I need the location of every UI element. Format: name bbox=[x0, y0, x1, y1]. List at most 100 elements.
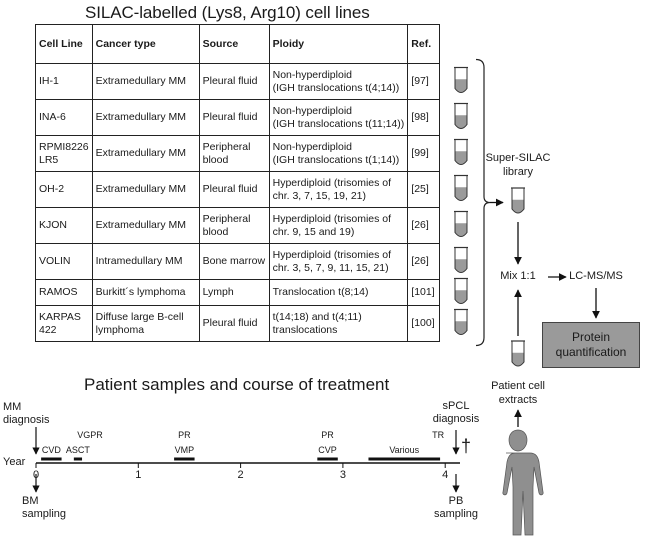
cell-ploidy-text: Hyperdiploid (trisomies of bbox=[272, 213, 392, 225]
pb-sampling-label: PB bbox=[448, 495, 464, 507]
extracts-label: extracts bbox=[498, 394, 538, 406]
cell-source-text: Bone marrow bbox=[202, 255, 266, 268]
treatment-label: Various bbox=[389, 445, 420, 455]
spcl-diagnosis-label: sPCL bbox=[442, 400, 470, 412]
cell-line-tube bbox=[454, 246, 468, 273]
timeline-tick-label: 2 bbox=[237, 469, 244, 481]
cell-source-text: blood bbox=[202, 225, 229, 238]
cell-cancer-text: lymphoma bbox=[95, 323, 145, 336]
table-header-row: Cell Line Cancer type Source Ploidy Ref. bbox=[35, 24, 441, 64]
response-label: PR bbox=[178, 430, 191, 440]
cell-cancer-text: Extramedullary MM bbox=[95, 219, 187, 232]
cell-ref: [26] bbox=[407, 243, 441, 280]
cell-ploidy-text: Hyperdiploid (trisomies of bbox=[272, 177, 392, 189]
cell-ploidy: t(14;18) and t(4;11)translocations bbox=[268, 305, 409, 342]
cell-source-text: Peripheral bbox=[202, 213, 251, 225]
cell-cancer: Burkitt´s lymphoma bbox=[91, 279, 200, 306]
cell-cancer: Extramedullary MM bbox=[91, 63, 200, 100]
protein-quantification-box: Protein quantification bbox=[542, 322, 640, 368]
cell-ploidy-text: Translocation t(8;14) bbox=[272, 286, 369, 299]
cell-cancer: Extramedullary MM bbox=[91, 171, 200, 208]
patient-extract-tube bbox=[511, 340, 525, 367]
header-ploidy: Ploidy bbox=[268, 24, 409, 64]
super-silac-label: Super-SILAC bbox=[485, 152, 551, 164]
cell-ref: [99] bbox=[407, 135, 441, 172]
cell-ploidy-text: Non-hyperdiploid bbox=[272, 105, 352, 117]
cell-line-table: Cell Line Cancer type Source Ploidy Ref.… bbox=[35, 24, 441, 342]
cell-cancer-text: Diffuse large B-cell bbox=[95, 311, 184, 323]
response-label: TR bbox=[432, 430, 445, 440]
header-ref: Ref. bbox=[407, 24, 441, 64]
cell-line-tube bbox=[454, 138, 468, 165]
cell-line-text: 422 bbox=[39, 323, 57, 336]
cell-ploidy-text: (IGH translocations t(11;14)) bbox=[272, 117, 405, 130]
table-row: RAMOS Burkitt´s lymphoma Lymph Translocatio… bbox=[35, 279, 441, 306]
cell-source-text: Pleural fluid bbox=[202, 317, 258, 330]
cell-line-tube bbox=[454, 66, 468, 93]
cell-source-text: Peripheral bbox=[202, 141, 251, 153]
cell-cancer-text: Extramedullary MM bbox=[95, 147, 187, 160]
cell-line-text: KARPAS bbox=[39, 311, 81, 323]
header-source: Source bbox=[198, 24, 270, 64]
cell-line-tube bbox=[454, 210, 468, 237]
cell-ploidy-text: translocations bbox=[272, 323, 338, 336]
mm-diagnosis-label: diagnosis bbox=[3, 414, 50, 426]
pb-sampling-label: sampling bbox=[433, 508, 479, 520]
cell-ploidy-text: (IGH translocations t(1;14)) bbox=[272, 153, 400, 166]
patient-cell-label: Patient cell bbox=[491, 380, 545, 392]
cell-ploidy: Non-hyperdiploid(IGH translocations t(11… bbox=[268, 99, 409, 136]
cell-line-text: KJON bbox=[39, 219, 68, 232]
bm-sampling-label: BM bbox=[22, 495, 39, 507]
mix-label: Mix 1:1 bbox=[500, 270, 536, 282]
cell-source: Pleural fluid bbox=[198, 171, 270, 208]
cell-ref: [25] bbox=[407, 171, 441, 208]
cell-cancer: Intramedullary MM bbox=[91, 243, 200, 280]
cell-cancer-text: Extramedullary MM bbox=[95, 75, 187, 88]
cell-source: Bone marrow bbox=[198, 243, 270, 280]
header-cancer-type: Cancer type bbox=[91, 24, 200, 64]
cell-ploidy: Non-hyperdiploid(IGH translocations t(1;… bbox=[268, 135, 409, 172]
cell-line-tube bbox=[454, 174, 468, 201]
cell-source: Pleural fluid bbox=[198, 63, 270, 100]
quantification-label: quantification bbox=[555, 345, 627, 359]
cell-source: Pleural fluid bbox=[198, 305, 270, 342]
treatment-label: ASCT bbox=[65, 445, 90, 455]
super-silac-tube bbox=[511, 187, 525, 214]
cell-line-text: IH-1 bbox=[39, 75, 59, 88]
response-label: VGPR bbox=[77, 430, 103, 440]
protein-label: Protein bbox=[571, 330, 611, 344]
cell-ref: [101] bbox=[407, 279, 441, 306]
treatment-label: CVP bbox=[318, 445, 337, 455]
cell-line-text: RAMOS bbox=[39, 286, 78, 299]
cell-ref: [97] bbox=[407, 63, 441, 100]
cell-ploidy-text: t(14;18) and t(4;11) bbox=[272, 311, 362, 323]
timeline-tick-label: 3 bbox=[339, 469, 346, 481]
bm-sampling-label: sampling bbox=[22, 508, 67, 520]
cell-source-text: Lymph bbox=[202, 286, 234, 299]
spcl-diagnosis-label: diagnosis bbox=[432, 413, 480, 425]
cell-ploidy-text: Hyperdiploid (trisomies of bbox=[272, 249, 392, 261]
response-label: PR bbox=[321, 430, 334, 440]
library-label: library bbox=[503, 166, 533, 178]
treatment-label: VMP bbox=[174, 445, 195, 455]
timeline-title: Patient samples and course of treatment bbox=[84, 375, 390, 394]
year-label: Year bbox=[3, 456, 26, 468]
cell-ploidy: Translocation t(8;14) bbox=[268, 279, 409, 306]
cell-line-text: LR5 bbox=[39, 153, 59, 166]
cell-source: Lymph bbox=[198, 279, 270, 306]
cell-line-text: INA-6 bbox=[39, 111, 66, 124]
cell-source: Pleural fluid bbox=[198, 99, 270, 136]
cell-cancer-text: Extramedullary MM bbox=[95, 111, 187, 124]
cell-cancer-text: Burkitt´s lymphoma bbox=[95, 286, 186, 299]
cell-line-tube bbox=[454, 308, 468, 335]
